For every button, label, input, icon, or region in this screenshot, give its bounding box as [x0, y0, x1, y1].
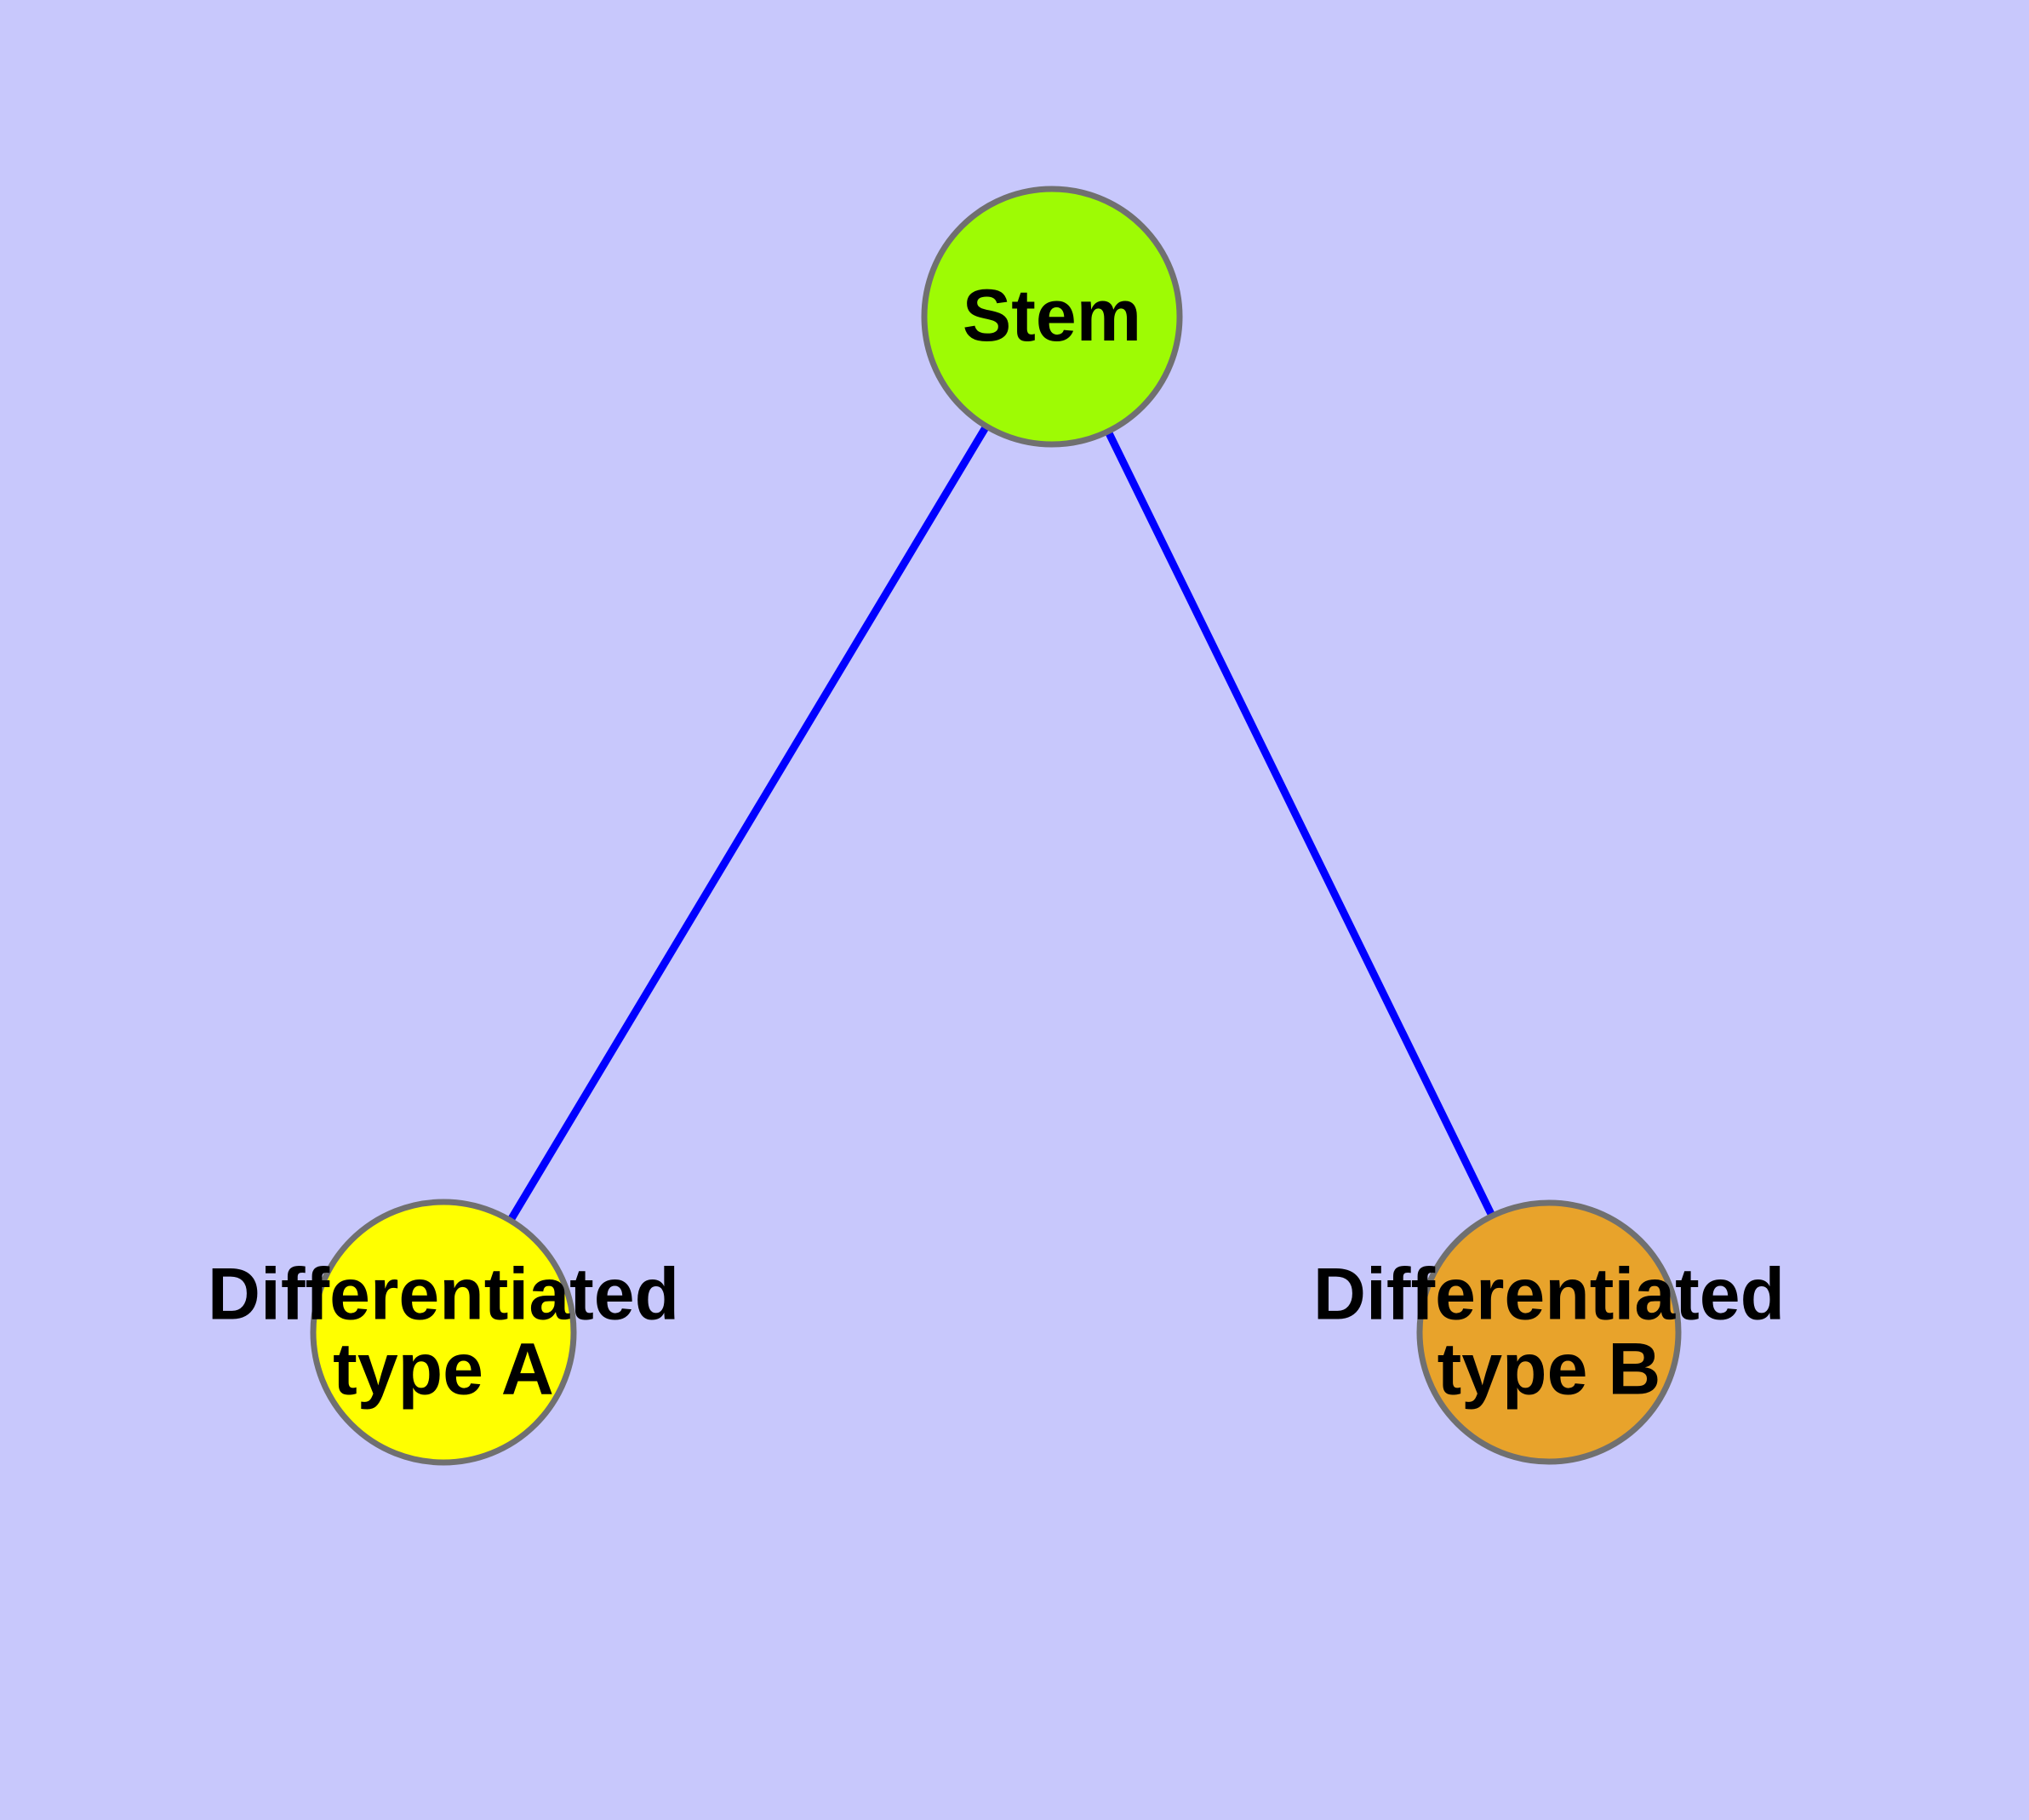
- graph-edge: [507, 426, 989, 1222]
- edge-layer: [507, 426, 1495, 1222]
- node-layer: [310, 186, 1682, 1466]
- graph-node-diff_b[interactable]: [1416, 1199, 1682, 1465]
- graph-node-stem[interactable]: [921, 186, 1183, 448]
- graph-node-diff_a[interactable]: [310, 1199, 577, 1466]
- graph-edge: [1105, 431, 1495, 1216]
